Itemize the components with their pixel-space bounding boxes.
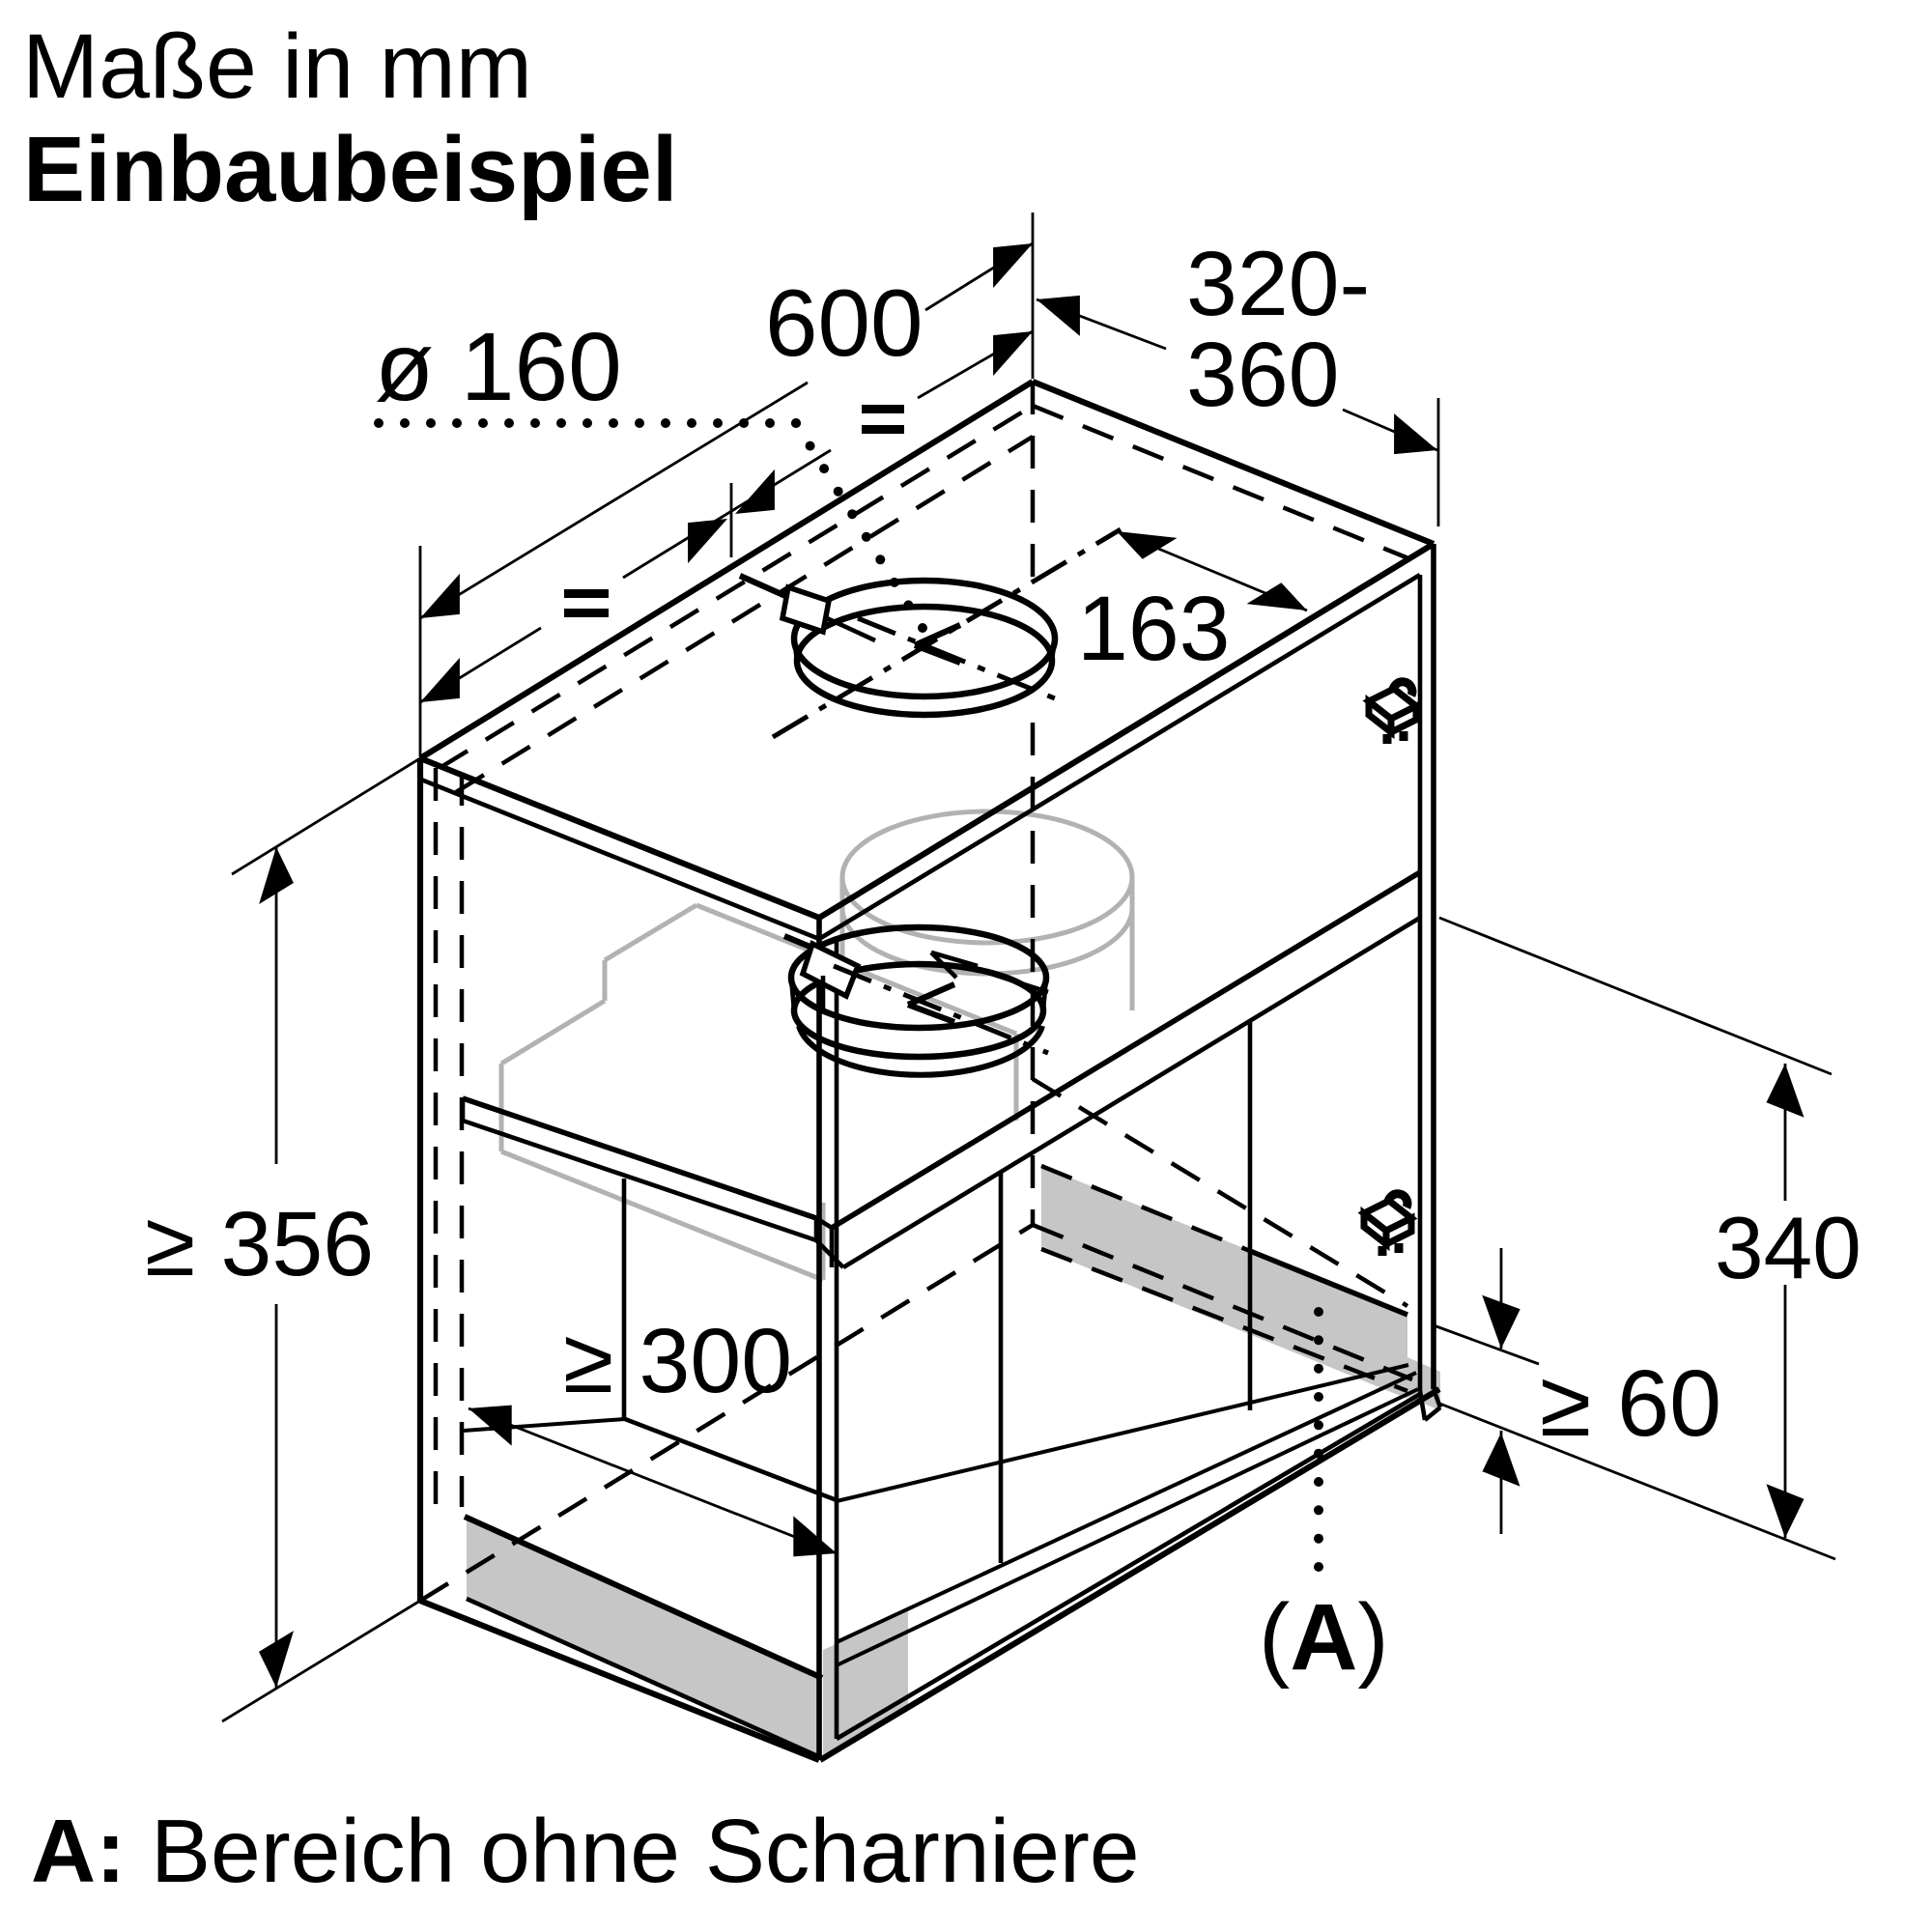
svg-text:600: 600 (765, 270, 923, 376)
svg-text:≥ 300: ≥ 300 (563, 1310, 792, 1412)
svg-text:163: 163 (1077, 578, 1231, 680)
svg-text:(A): (A) (1259, 1584, 1389, 1690)
svg-text:340: 340 (1715, 1200, 1861, 1297)
svg-text:320-: 320- (1186, 233, 1370, 335)
svg-text:≥ 60: ≥ 60 (1540, 1350, 1721, 1456)
svg-text:Einbaubeispiel: Einbaubeispiel (23, 118, 677, 221)
svg-text:Maße in mm: Maße in mm (22, 15, 532, 118)
svg-text:ø 160: ø 160 (375, 313, 622, 421)
svg-text:A: Bereich ohne Scharniere: A: Bereich ohne Scharniere (31, 1801, 1140, 1901)
svg-text:≥ 356: ≥ 356 (145, 1193, 374, 1295)
svg-text:360: 360 (1186, 324, 1340, 426)
